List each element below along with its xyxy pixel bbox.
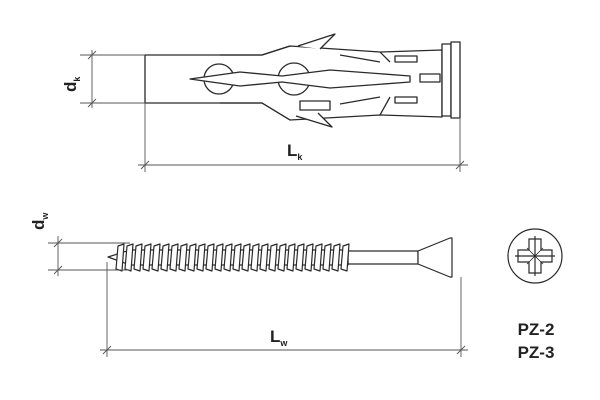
thread-crest bbox=[286, 243, 296, 272]
screw-diameter-label: dw bbox=[29, 212, 50, 230]
countersunk-screw bbox=[107, 237, 453, 278]
thread-crest bbox=[151, 243, 161, 272]
thread-crest bbox=[277, 243, 287, 272]
thread-crest bbox=[313, 243, 323, 272]
anchor-diameter-label: dk bbox=[61, 76, 82, 92]
screw-length-label: Lw bbox=[270, 327, 288, 348]
anchor-length-label: Lk bbox=[287, 141, 303, 162]
thread-crest bbox=[340, 243, 350, 272]
thread-crest bbox=[142, 243, 152, 272]
thread-crest bbox=[304, 243, 314, 272]
drive-type-pz2: PZ-2 bbox=[517, 320, 555, 339]
drive-type-pz3: PZ-3 bbox=[517, 343, 555, 362]
screw-length-dimension bbox=[100, 262, 468, 357]
thread-crest bbox=[268, 243, 278, 272]
thread-crest bbox=[133, 243, 143, 272]
thread-crest bbox=[295, 243, 305, 272]
thread-crest bbox=[205, 243, 215, 272]
pozidriv-recess-icon bbox=[507, 228, 563, 284]
thread-crest bbox=[124, 243, 134, 272]
thread-crest bbox=[259, 243, 269, 272]
thread-crest bbox=[178, 243, 188, 272]
thread-crest bbox=[187, 243, 197, 272]
thread-crest bbox=[169, 243, 179, 272]
screw-threads bbox=[115, 243, 350, 272]
anchor-length-dimension bbox=[138, 103, 468, 172]
anchor-diameter-dimension bbox=[80, 50, 145, 108]
thread-crest bbox=[196, 243, 206, 272]
thread-crest bbox=[214, 243, 224, 272]
thread-crest bbox=[250, 243, 260, 272]
wall-plug-anchor bbox=[144, 33, 461, 128]
screw-diameter-dimension bbox=[48, 236, 130, 276]
thread-crest bbox=[241, 243, 251, 272]
thread-crest bbox=[160, 243, 170, 272]
thread-crest bbox=[232, 243, 242, 272]
thread-crest bbox=[331, 243, 341, 272]
thread-crest bbox=[223, 243, 233, 272]
thread-crest bbox=[322, 243, 332, 272]
thread-crest bbox=[115, 243, 125, 272]
